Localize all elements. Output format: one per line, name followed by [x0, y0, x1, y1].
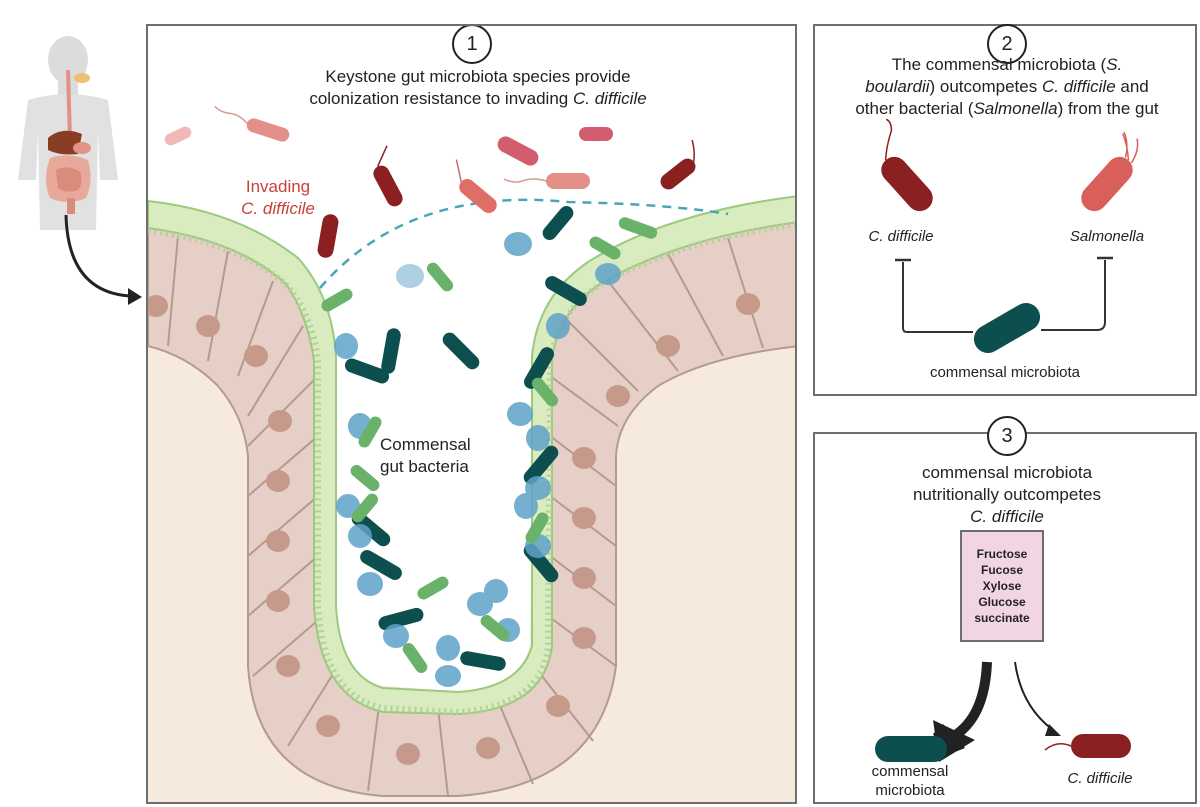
panel2-line3-b: Salmonella: [973, 99, 1058, 118]
nutrient-item: Fructose: [976, 547, 1028, 561]
panel-number-1: 1: [452, 26, 492, 64]
panel1-title-line2: colonization resistance to invading: [309, 89, 573, 108]
panel3-illustration: [875, 661, 1131, 762]
label-salmonella: Salmonella: [1047, 226, 1167, 248]
panel3-title: commensal microbiota nutritionally outco…: [819, 462, 1195, 528]
gut-crypt-illustration: [148, 26, 795, 802]
panel3-title-line3: C. difficile: [970, 507, 1044, 526]
label-cdiff-3-text: C. difficile: [1067, 770, 1133, 787]
nutrient-item: Xylose: [982, 579, 1022, 593]
label-commensal-line1: commensal: [871, 763, 949, 780]
panel-competitive-exclusion: 2 The commensal microbiota (S. boulardii…: [813, 24, 1197, 396]
label-cdiff: C. difficile: [841, 226, 961, 248]
label-commensal-line2: microbiota: [875, 782, 945, 799]
panel2-line3-c: ) from the gut: [1057, 99, 1159, 118]
panel3-title-line1: commensal microbiota: [921, 463, 1093, 482]
panel-number-2: 2: [987, 24, 1027, 64]
label-salmonella-text: Salmonella: [1069, 228, 1145, 245]
panel1-title-line1: Keystone gut microbiota species provide: [325, 67, 631, 86]
nutrient-box: Fructose Fucose Xylose Glucose succinate: [960, 530, 1044, 642]
label-commensal: commensal microbiota: [845, 762, 975, 800]
label-commensal-microbiota: commensal microbiota: [929, 364, 1081, 381]
commensal-label-line1: Commensal: [380, 435, 471, 454]
panel2-line2-d: and: [1115, 77, 1149, 96]
panel1-title-cdiff: C. difficile: [572, 89, 647, 108]
panel2-line2-c: C. difficile: [1041, 77, 1116, 96]
panel-number-3: 3: [987, 416, 1027, 456]
invading-label-line1: Invading: [245, 177, 311, 196]
commensal-gut-bacteria-label: Commensal gut bacteria: [380, 434, 510, 478]
panel-nutrient-competition: 3 commensal microbiota nutritionally out…: [813, 416, 1197, 804]
nutrient-item: succinate: [974, 611, 1030, 625]
invading-label-line2: C. difficile: [241, 199, 315, 218]
panel2-line1-b: S.: [1106, 55, 1123, 74]
invading-cdiff-label: Invading C. difficile: [208, 176, 348, 220]
panel2-line2-a: boulardii: [865, 77, 930, 96]
nutrient-item: Fucose: [980, 563, 1023, 577]
panel2-illustration: [881, 118, 1139, 353]
nutrient-item: Glucose: [978, 595, 1026, 609]
panel2-line1-a: The commensal microbiota (: [891, 55, 1107, 74]
panel2-title: The commensal microbiota (S. boulardii) …: [819, 54, 1195, 120]
panel2-line2-b: ) outcompetes: [929, 77, 1042, 96]
curved-arrow-icon: [64, 214, 142, 305]
commensal-label-line2: gut bacteria: [380, 457, 469, 476]
human-body-icon: [18, 36, 118, 230]
panel3-title-line2: nutritionally outcompetes: [912, 485, 1102, 504]
label-cdiff-text: C. difficile: [868, 228, 934, 245]
panel1-title: Keystone gut microbiota species provide …: [278, 66, 678, 110]
panel-colonization-resistance: 1 Keystone gut microbiota species provid…: [146, 24, 797, 804]
panel2-line3-a: other bacterial (: [855, 99, 974, 118]
label-cdiff-3: C. difficile: [1035, 768, 1165, 790]
